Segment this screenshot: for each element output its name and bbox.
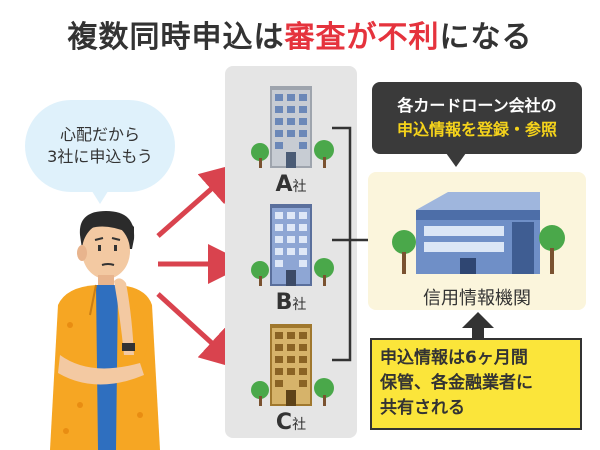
company-c-letter: C	[275, 410, 293, 435]
building-icon	[251, 204, 334, 286]
callout-line-1: 各カードローン会社の	[397, 96, 557, 115]
thought-line-1: 心配だから	[59, 125, 140, 144]
note-line-2: 保管、各金融業者に	[380, 373, 533, 393]
company-b-suffix: 社	[292, 297, 307, 313]
company-a: A社	[225, 80, 357, 197]
thought-bubble-tail	[90, 188, 110, 204]
bracket-line	[332, 126, 352, 362]
company-b-label: B社	[225, 290, 357, 315]
company-a-suffix: 社	[292, 179, 307, 195]
callout-tail	[446, 153, 466, 167]
title-highlight: 審査が不利	[284, 20, 440, 55]
company-b-letter: B	[275, 290, 293, 315]
building-icon	[251, 86, 334, 168]
arrow-to-company-a	[156, 162, 240, 238]
company-a-label: A社	[225, 172, 357, 197]
title-part-3: になる	[439, 20, 533, 55]
up-arrow-icon	[462, 312, 494, 340]
thinking-person-illustration	[50, 211, 160, 450]
company-c-suffix: 社	[292, 417, 307, 433]
callout-box: 各カードローン会社の 申込情報を登録・参照	[372, 82, 582, 154]
callout-line-2: 申込情報を登録・参照	[396, 120, 557, 139]
application-arrows	[156, 162, 240, 370]
company-a-letter: A	[275, 172, 293, 197]
company-c: C社	[225, 318, 357, 435]
credit-bureau-label: 信用情報機関	[423, 288, 531, 309]
note-line-1: 申込情報は6ヶ月間	[380, 348, 528, 368]
note-line-3: 共有される	[380, 398, 465, 418]
company-c-label: C社	[225, 410, 357, 435]
info-note: 申込情報は6ヶ月間 保管、各金融業者に 共有される	[370, 338, 582, 430]
building-icon	[251, 324, 334, 406]
thought-bubble: 心配だから 3社に申込もう	[25, 100, 175, 192]
thought-line-2: 3社に申込もう	[47, 147, 153, 166]
office-building-icon	[392, 192, 565, 274]
title-part-1: 複数同時申込は	[67, 20, 285, 55]
company-b: B社	[225, 198, 357, 315]
page-title: 複数同時申込は審査が不利になる	[0, 12, 600, 56]
arrow-to-company-c	[156, 292, 240, 370]
